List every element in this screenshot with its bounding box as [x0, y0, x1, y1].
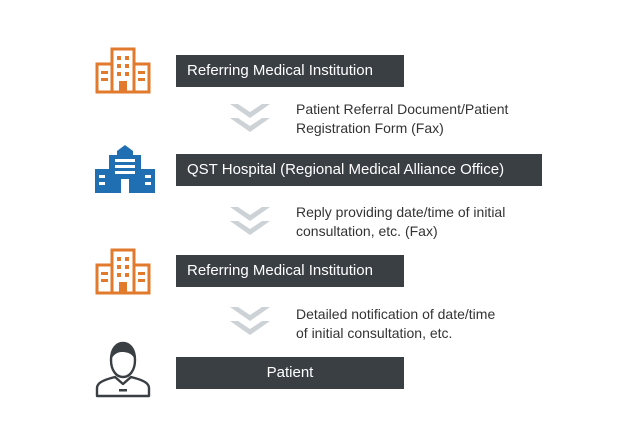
step-box-qst-hospital: QST Hospital (Regional Medical Alliance … [176, 154, 542, 186]
transition-note-1: Patient Referral Document/Patient Regist… [296, 101, 509, 136]
clinic-building-icon [95, 248, 151, 295]
step-box-patient: Patient [176, 357, 404, 389]
patient-person-icon [95, 341, 151, 398]
hospital-building-icon [95, 145, 155, 193]
transition-note-2: Reply providing date/time of initial con… [296, 204, 506, 239]
step-box-referring-2: Referring Medical Institution [176, 255, 404, 287]
chevron-down-arrow-icon [230, 307, 270, 335]
transition-note-3: Detailed notification of date/time of in… [296, 306, 496, 341]
clinic-building-icon [95, 47, 151, 94]
chevron-down-arrow-icon [230, 104, 270, 132]
chevron-down-arrow-icon [230, 207, 270, 235]
step-box-referring-1: Referring Medical Institution [176, 55, 404, 87]
